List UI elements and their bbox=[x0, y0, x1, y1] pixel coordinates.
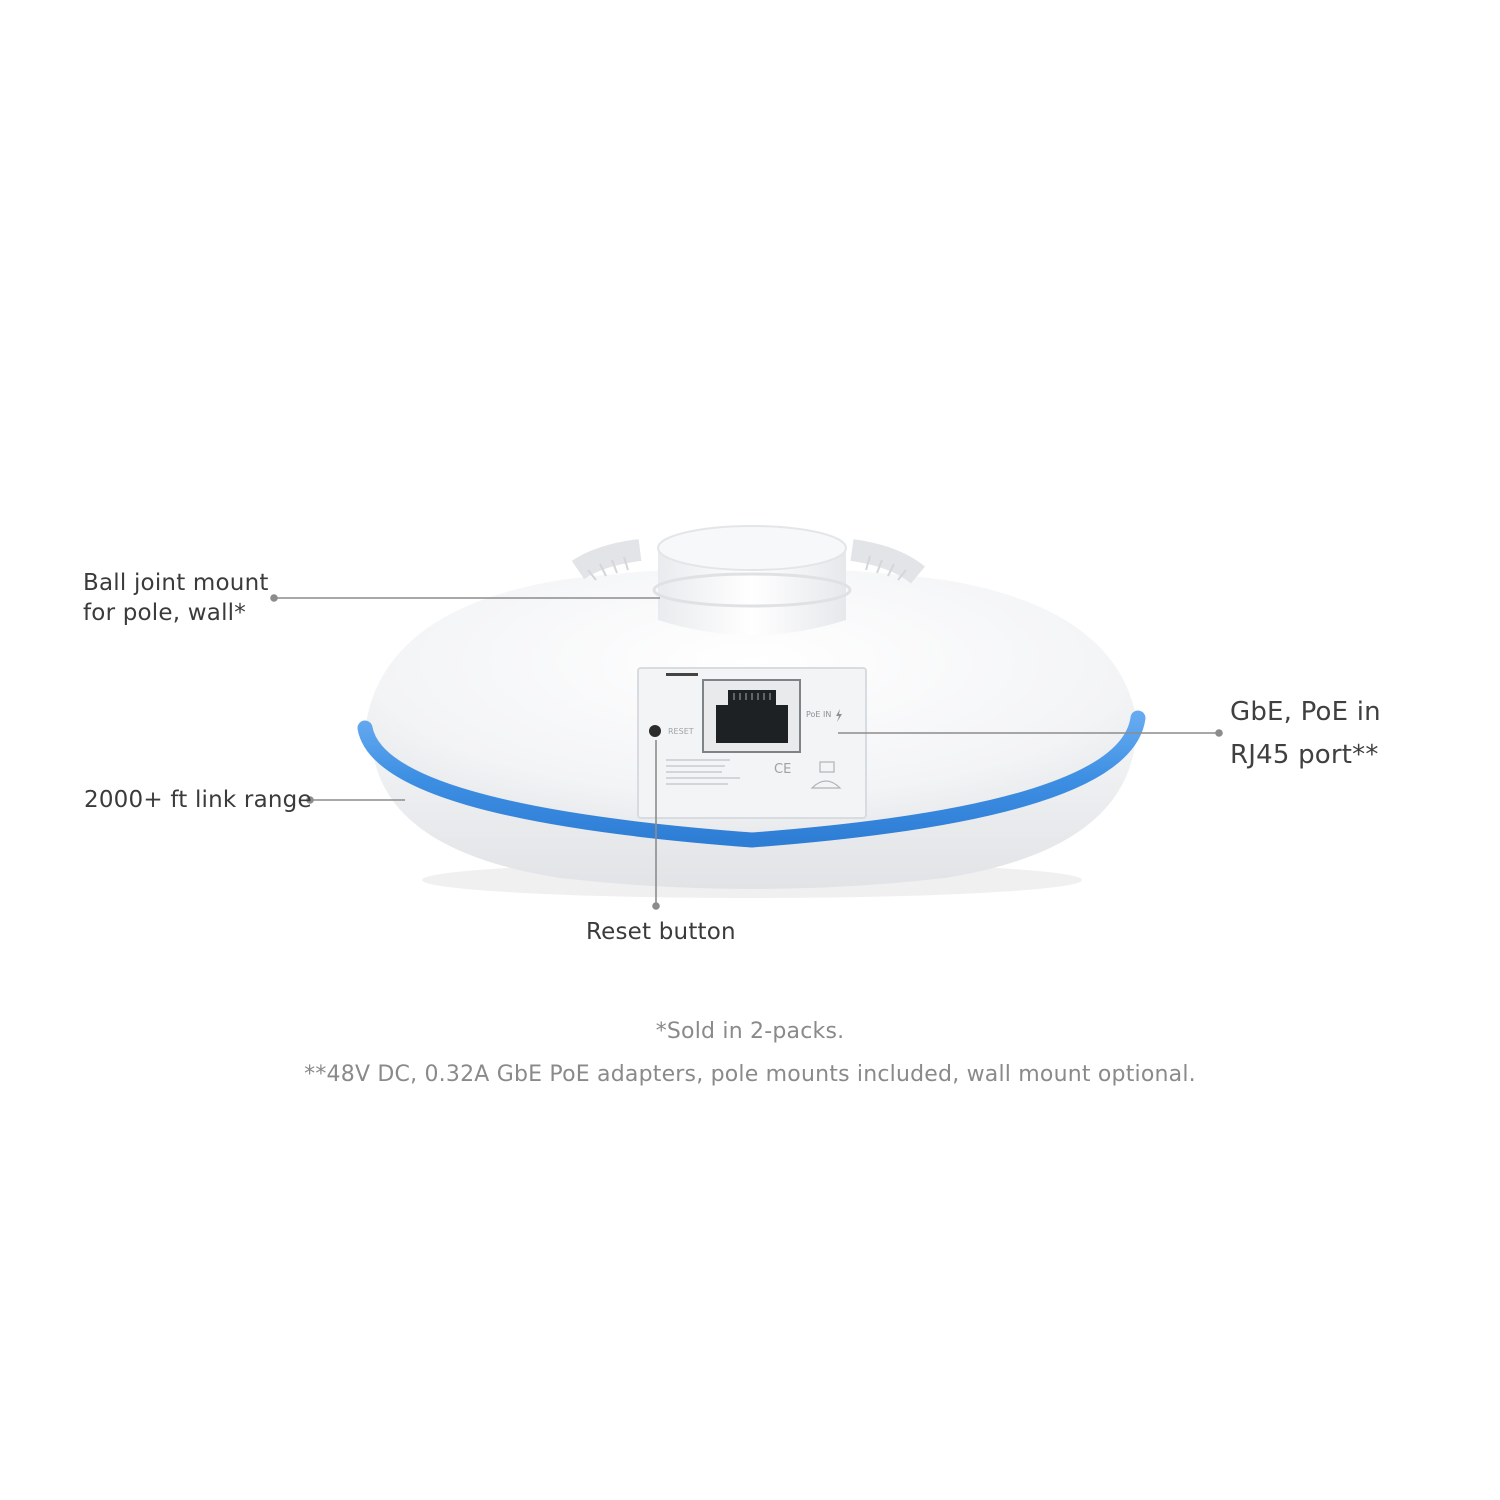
rcm-icon bbox=[810, 780, 842, 789]
footnote-sold-in-packs: *Sold in 2-packs. bbox=[655, 1019, 845, 1044]
footnote-power-specs: **48V DC, 0.32A GbE PoE adapters, pole m… bbox=[304, 1062, 1196, 1087]
mount-ring bbox=[652, 572, 852, 608]
grip-ticks bbox=[587, 555, 907, 581]
poe-in-label: PoE IN bbox=[806, 710, 831, 719]
led-ring bbox=[357, 710, 1146, 848]
ball-joint-mount bbox=[658, 548, 846, 635]
mount-top bbox=[657, 525, 847, 571]
callout-ball-joint-line2: for pole, wall* bbox=[83, 600, 246, 626]
compliance-mark bbox=[819, 761, 835, 773]
ce-mark: CE bbox=[774, 762, 791, 777]
callout-port-line1: GbE, PoE in bbox=[1230, 697, 1381, 727]
led-indicator bbox=[666, 673, 698, 676]
callout-link-range-text: 2000+ ft link range bbox=[84, 787, 312, 813]
reset-label: RESET bbox=[668, 727, 694, 736]
grip-ridges-left bbox=[571, 539, 642, 580]
callout-ball-joint-line1: Ball joint mount bbox=[83, 570, 269, 596]
callout-reset: Reset button bbox=[586, 917, 736, 947]
callout-link-range: 2000+ ft link range bbox=[84, 785, 312, 815]
bolt-icon bbox=[836, 709, 842, 722]
leader-dot-port bbox=[1215, 729, 1223, 737]
rj45-pins bbox=[733, 693, 771, 700]
leader-dot-link-range bbox=[306, 796, 314, 804]
leader-dot-ball-joint bbox=[270, 594, 278, 602]
callout-port: GbE, PoE in RJ45 port** bbox=[1230, 691, 1381, 777]
rj45-socket bbox=[716, 690, 788, 743]
grip-ridges-right bbox=[850, 539, 926, 584]
callout-ball-joint: Ball joint mount for pole, wall* bbox=[83, 568, 269, 628]
callout-reset-text: Reset button bbox=[586, 919, 736, 945]
regulatory-text bbox=[666, 759, 740, 785]
reset-pinhole bbox=[649, 725, 661, 737]
callout-port-line2: RJ45 port** bbox=[1230, 740, 1379, 770]
leader-dot-reset bbox=[652, 902, 660, 910]
